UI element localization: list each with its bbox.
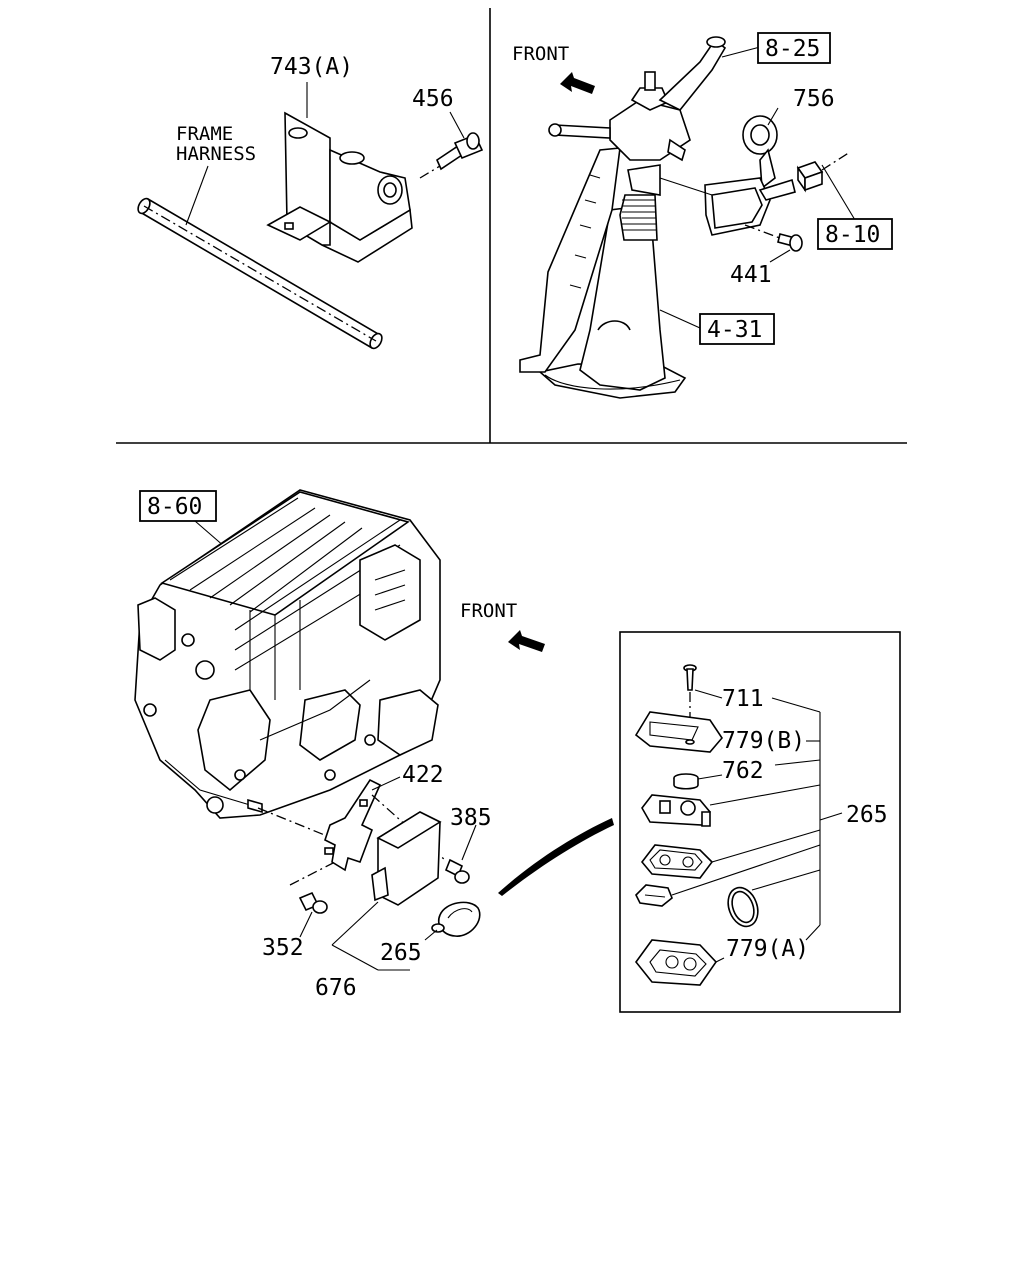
label-711: 711 <box>722 686 764 712</box>
ref-box-4-31 <box>699 313 775 345</box>
bolt-352 <box>298 891 328 914</box>
label-harness: HARNESS <box>176 143 256 165</box>
label-676: 676 <box>315 975 357 1001</box>
label-779b: 779(B) <box>722 728 805 754</box>
inner-case <box>641 794 711 827</box>
cover-779b <box>634 711 724 753</box>
label-265-detail: 265 <box>846 802 888 828</box>
label-frame: FRAME <box>176 123 233 145</box>
bolt-456 <box>435 132 484 171</box>
bolt-385 <box>444 858 470 884</box>
hvac-unit <box>134 489 441 819</box>
frame-harness-tube <box>137 197 383 350</box>
immobilizer-coil-756 <box>704 115 796 236</box>
transmitter-265 <box>431 901 481 937</box>
label-762: 762 <box>722 758 764 784</box>
label-front-bottom: FRONT <box>460 600 517 622</box>
panel-top-left: 743(A) 456 FRAME HARNESS <box>137 54 484 350</box>
label-385: 385 <box>450 805 492 831</box>
connector <box>796 151 851 193</box>
label-422: 422 <box>402 762 444 788</box>
detail-pointer <box>498 818 614 896</box>
label-8-60: 8-60 <box>147 494 202 520</box>
label-779a: 779(A) <box>726 936 809 962</box>
case-779a <box>634 939 718 986</box>
battery-762 <box>673 773 699 790</box>
label-756: 756 <box>793 86 835 112</box>
ref-box-8-10 <box>817 218 893 250</box>
label-8-10: 8-10 <box>825 222 880 248</box>
o-ring <box>727 886 759 928</box>
panel-top-right: FRONT <box>512 32 893 399</box>
label-265: 265 <box>380 940 422 966</box>
screw-441 <box>744 224 803 252</box>
front-arrow-icon <box>560 72 595 94</box>
label-441: 441 <box>730 262 772 288</box>
ref-box-8-60 <box>139 490 217 522</box>
bracket-743a <box>266 111 413 263</box>
detail-box-frame <box>619 631 901 1013</box>
label-352: 352 <box>262 935 304 961</box>
label-8-25: 8-25 <box>765 36 820 62</box>
ref-box-8-25 <box>757 32 831 64</box>
control-unit-676 <box>371 811 442 906</box>
panel-bottom: 8-60 FRONT <box>134 489 901 1013</box>
screw-711 <box>683 664 697 722</box>
label-4-31: 4-31 <box>707 317 762 343</box>
label-456: 456 <box>412 86 454 112</box>
key-blade <box>635 884 673 907</box>
detail-box: 711 779(B) 762 265 779(A) <box>619 631 901 1013</box>
circuit-board <box>640 844 714 879</box>
label-743a: 743(A) <box>270 54 353 80</box>
steering-column <box>519 36 727 399</box>
bracket-422 <box>324 778 382 872</box>
label-front-top: FRONT <box>512 43 569 65</box>
front-arrow-icon-bottom <box>508 630 545 652</box>
